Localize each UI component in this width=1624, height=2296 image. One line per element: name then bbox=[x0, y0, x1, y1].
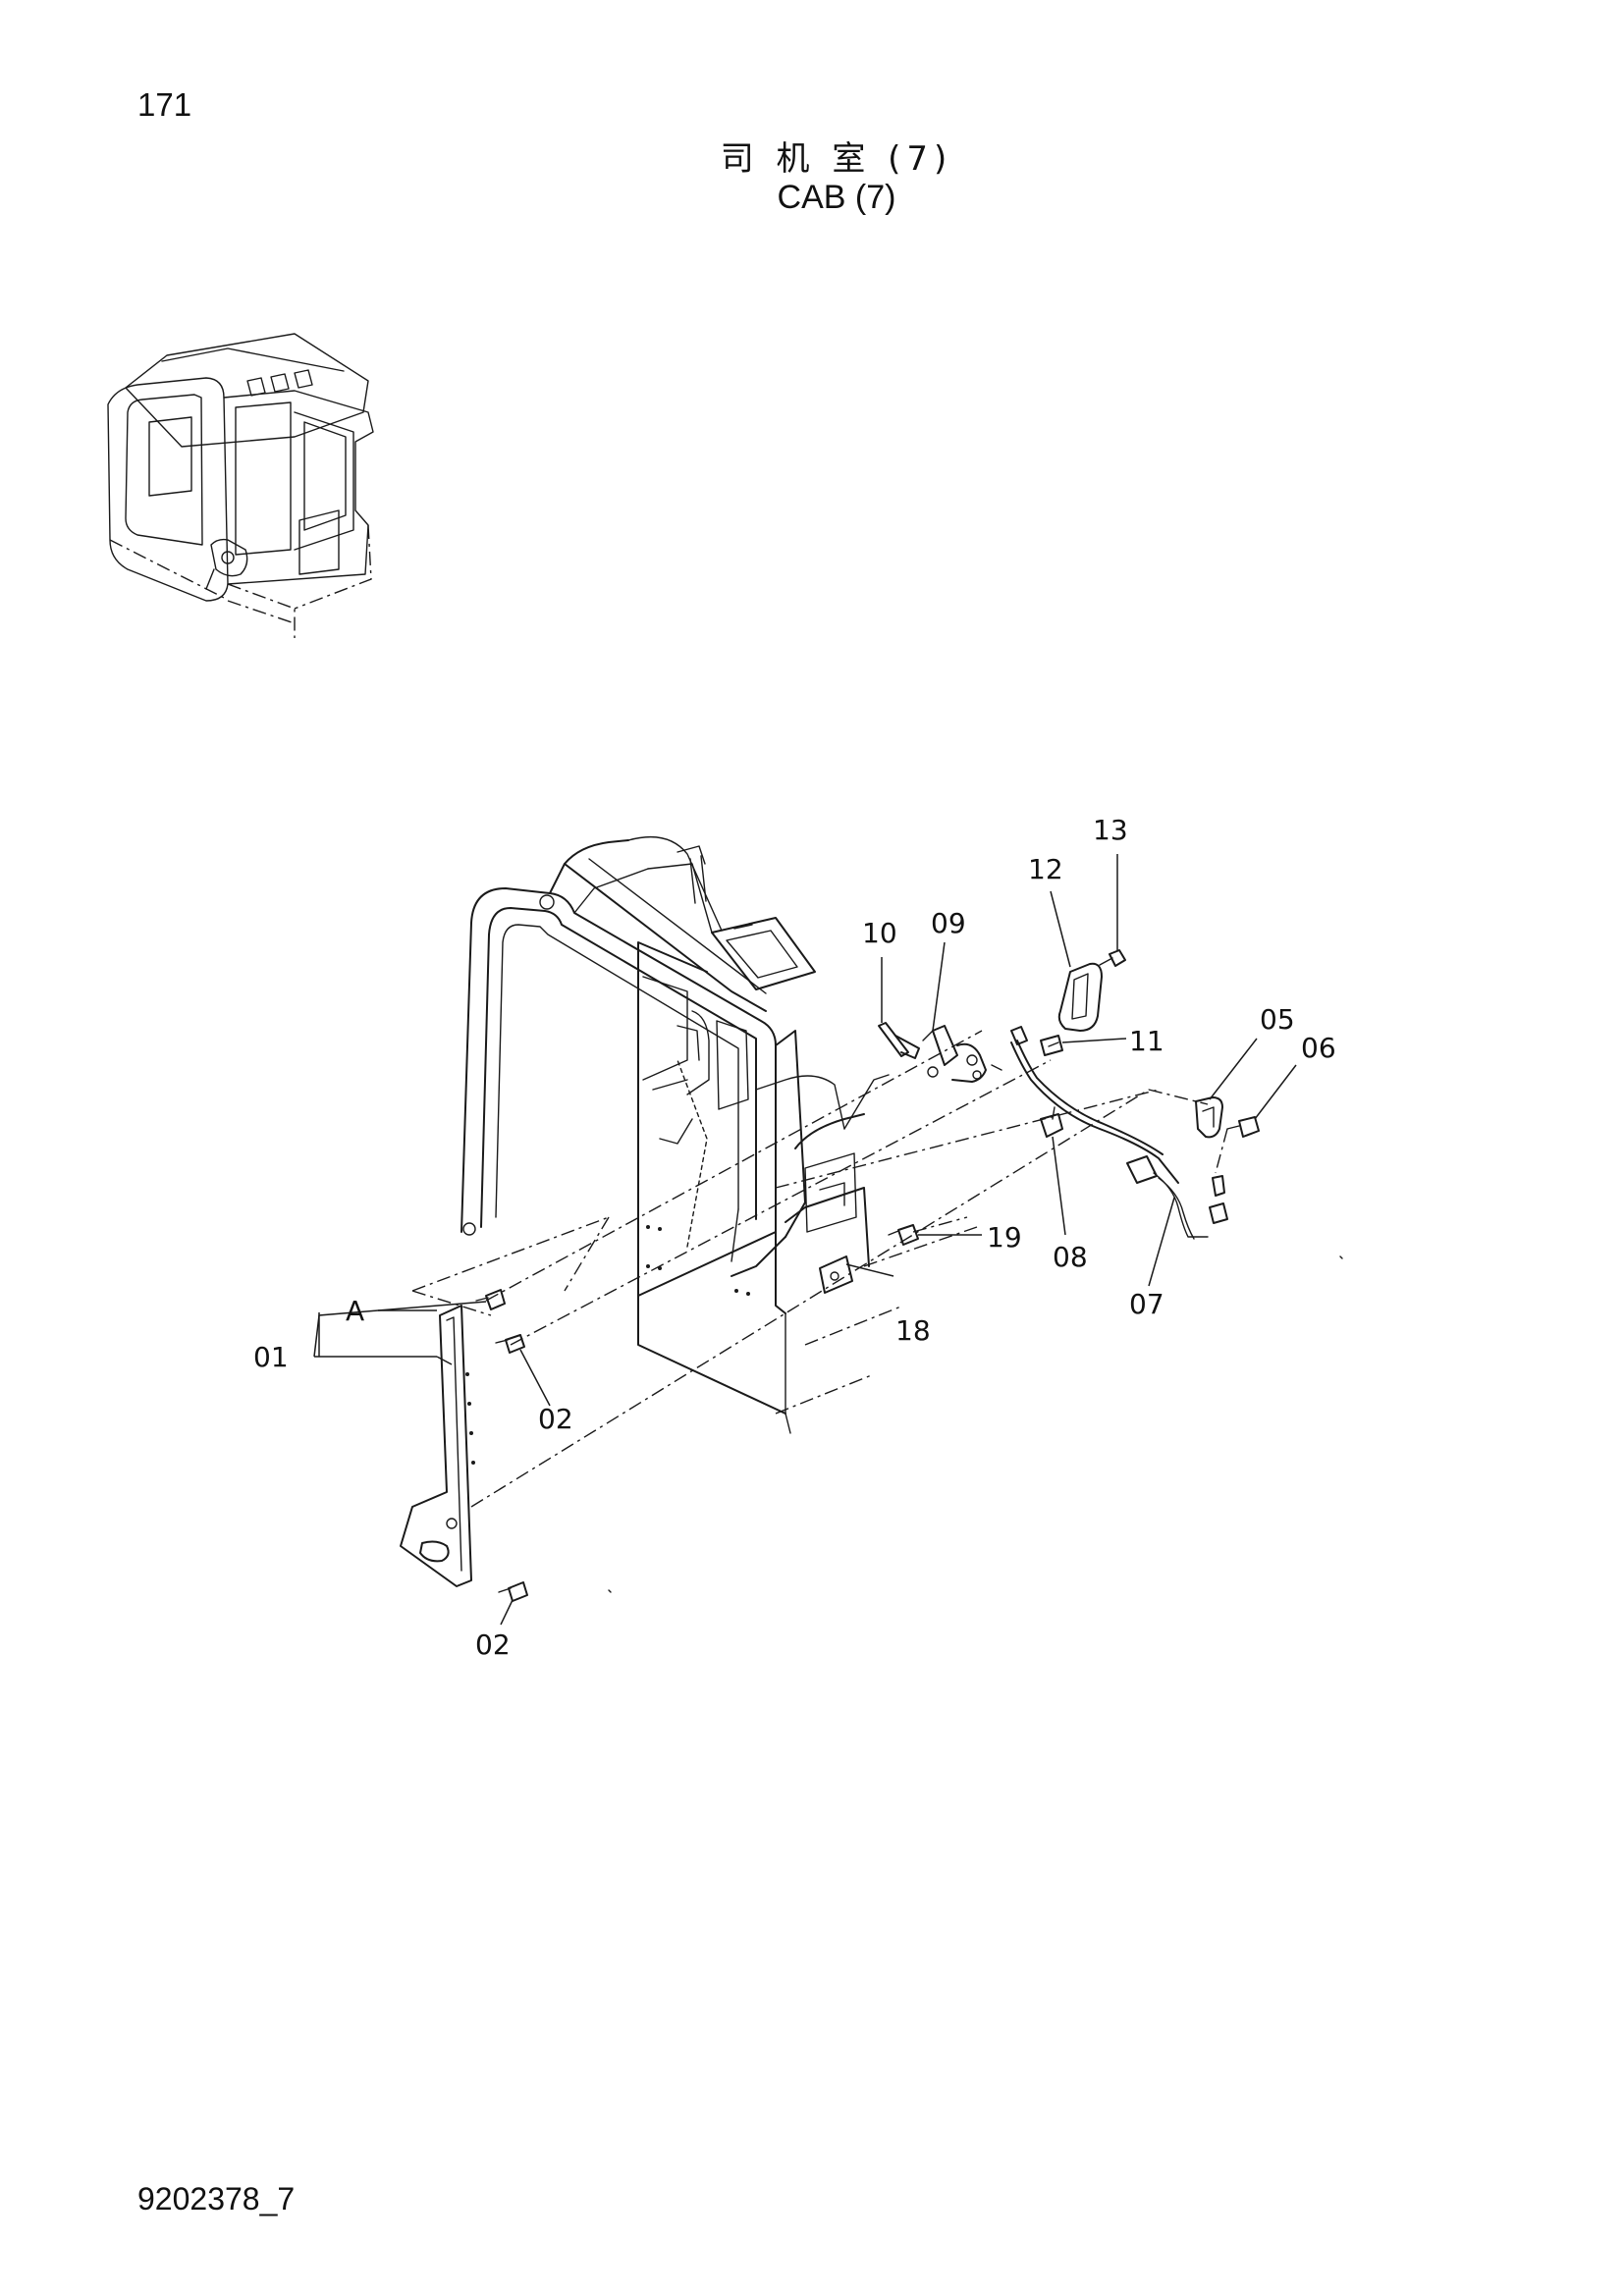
bracket-and-bolt bbox=[1195, 1096, 1260, 1139]
callout-part-08: 08 bbox=[1053, 1241, 1088, 1273]
page-title-english: CAB (7) bbox=[777, 179, 896, 216]
front-pillar-trim bbox=[400, 1289, 528, 1602]
callout-part-12: 12 bbox=[1028, 853, 1063, 885]
door-handle bbox=[1057, 949, 1126, 1032]
leader-lines bbox=[313, 854, 1297, 1626]
callout-part-19: 19 bbox=[987, 1221, 1022, 1254]
callout-labels: 01 A 02 02 18 19 11 08 07 05 06 13 12 09… bbox=[253, 814, 1336, 1661]
callout-part-11: 11 bbox=[1129, 1025, 1164, 1057]
striker-bracket bbox=[819, 1224, 919, 1294]
callout-part-01: 01 bbox=[253, 1341, 289, 1373]
callout-part-10: 10 bbox=[862, 917, 897, 949]
callout-part-09: 09 bbox=[931, 907, 966, 939]
callout-part-02-upper: 02 bbox=[538, 1403, 573, 1435]
page-number: 171 bbox=[137, 86, 192, 123]
callout-part-05: 05 bbox=[1260, 1003, 1295, 1036]
callout-part-06: 06 bbox=[1301, 1032, 1336, 1064]
callout-part-13: 13 bbox=[1093, 814, 1128, 846]
callout-part-07: 07 bbox=[1129, 1288, 1164, 1320]
door-lock-assembly bbox=[878, 1022, 1002, 1083]
callout-part-02-lower: 02 bbox=[475, 1629, 511, 1661]
projection-lines bbox=[411, 1030, 1343, 1593]
document-code: 9202378_7 bbox=[137, 2181, 296, 2216]
page-title-chinese: 司 机 室 (7) bbox=[720, 139, 953, 179]
cab-overview-thumbnail bbox=[107, 333, 374, 638]
callout-ref-a: A bbox=[346, 1295, 364, 1327]
lock-rod-cable bbox=[1010, 1026, 1228, 1240]
callout-part-18: 18 bbox=[895, 1314, 931, 1347]
cab-left-door-frame bbox=[460, 835, 890, 1434]
